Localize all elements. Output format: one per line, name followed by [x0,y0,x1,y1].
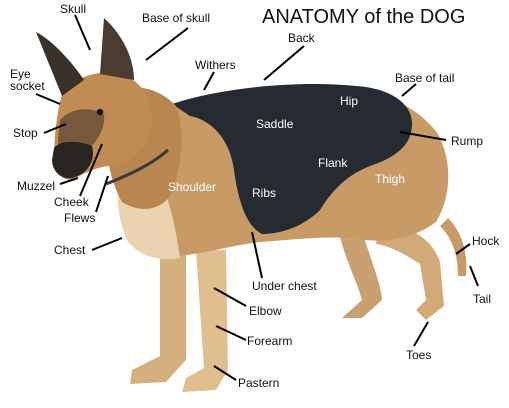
label-muzzel: Muzzel [17,179,56,193]
leader-cheek [79,143,103,197]
leader-under-chest [251,231,263,279]
leader-chest [91,237,123,251]
label-forearm: Forearm [247,334,293,348]
leader-toes [413,321,429,347]
label-rump: Rump [451,134,484,148]
label-toes: Toes [406,348,432,362]
label-cheek: Cheek [54,195,89,209]
leader-lines [35,14,479,381]
ear-left [36,32,84,96]
label-base-of-skull: Base of skull [142,11,211,25]
label-hock: Hock [472,234,500,248]
label-tail: Tail [473,292,492,306]
diagram-title: ANATOMY of the DOG [262,6,466,28]
leader-stop [43,123,67,134]
label-hip: Hip [340,94,359,108]
front-leg-near [182,250,228,392]
hind-leg-near [376,222,444,320]
leader-hock [455,243,471,255]
dog-tail [440,218,467,276]
label-back: Back [288,31,315,45]
ear-right [100,18,134,80]
collar [105,148,169,186]
eye [96,108,104,116]
label-socket: socket [10,79,45,93]
leader-base-of-skull [145,27,189,61]
leader-eye-socket [35,93,61,105]
label-eye: Eye [10,67,31,81]
label-chest: Chest [54,243,86,257]
label-saddle: Saddle [256,117,294,131]
leader-elbow [213,287,247,307]
label-flank: Flank [318,156,348,170]
leader-pastern [213,365,237,381]
label-flews: Flews [64,211,96,225]
saddle-patch [172,84,412,234]
label-skull: Skull [60,2,87,16]
hind-leg [338,230,382,318]
label-withers: Withers [195,58,236,72]
label-pastern: Pastern [238,376,280,390]
label-under-chest: Under chest [252,279,317,293]
leader-tail [469,265,479,287]
label-stop: Stop [13,126,38,140]
label-elbow: Elbow [249,304,282,318]
leader-withers [203,71,215,91]
leader-back [263,45,305,81]
label-thigh: Thigh [375,172,406,186]
label-shoulder: Shoulder [168,180,217,194]
label-ribs: Ribs [252,186,277,200]
leader-muzzel [59,177,79,185]
label-base-of-tail: Base of tail [395,71,455,85]
leader-forearm [215,325,247,341]
leader-skull [74,14,91,51]
front-leg-far [130,252,186,384]
leader-rump [399,131,447,141]
leader-flews [95,175,109,213]
leader-base-of-tail [401,83,417,97]
muzzle [52,141,94,179]
